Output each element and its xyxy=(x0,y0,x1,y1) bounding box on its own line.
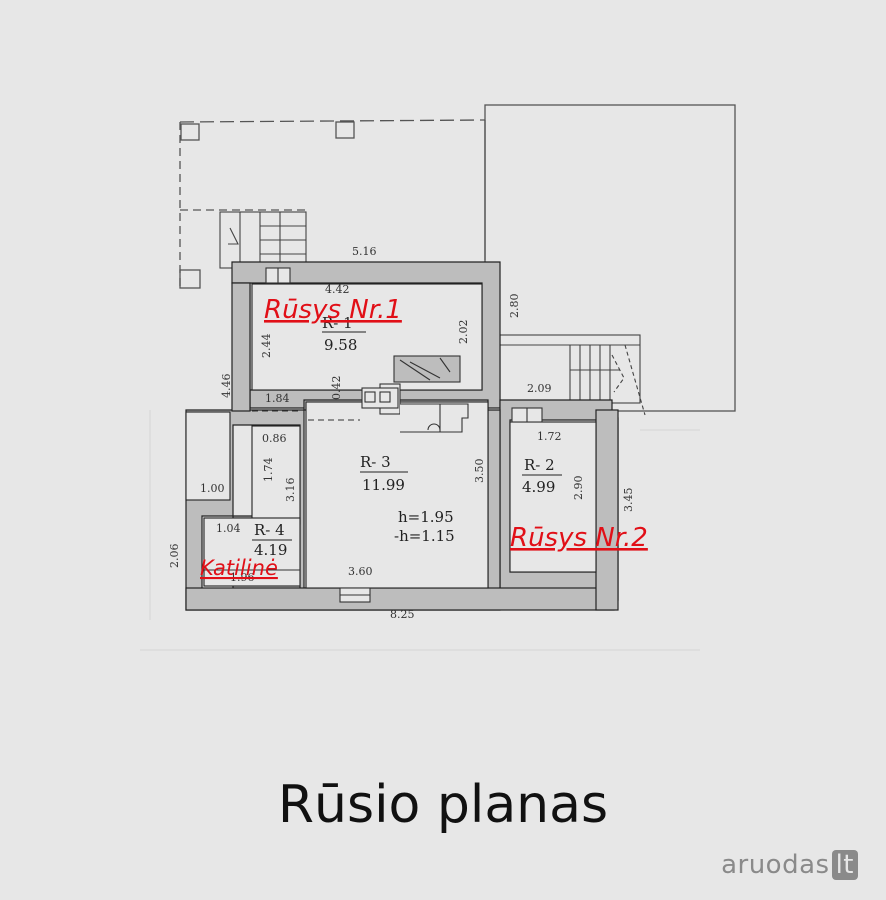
dim-corridor: 3.16 xyxy=(284,478,297,503)
dim-room4-bottom: 1.96 xyxy=(230,571,255,584)
dim-gap: 0.42 xyxy=(330,376,343,401)
watermark-text: aruodas xyxy=(721,850,830,880)
dim-small-height: 1.74 xyxy=(262,458,275,483)
dim-room3-height: 3.50 xyxy=(473,459,486,484)
dim-room1-bottom: 1.84 xyxy=(265,392,290,405)
room4-area: 4.19 xyxy=(254,541,287,559)
dim-stair-right: 2.09 xyxy=(527,382,552,395)
room3-height: h=1.95 xyxy=(398,508,454,526)
dim-room1-right-height: 2.02 xyxy=(457,320,470,345)
dim-top-width: 5.16 xyxy=(352,245,377,258)
room3-name: R- 3 xyxy=(360,453,391,471)
interior-details xyxy=(204,267,543,603)
dim-room1-width: 4.42 xyxy=(325,283,350,296)
room4-name: R- 4 xyxy=(254,521,285,539)
dimensions: 5.16 4.42 2.44 2.02 2.80 4.46 0.42 1.84 … xyxy=(168,245,635,621)
dim-room2-height: 2.90 xyxy=(572,476,585,501)
dim-room2-width: 1.72 xyxy=(537,430,562,443)
room3-neg-height: -h=1.15 xyxy=(394,527,455,545)
background-lines xyxy=(140,410,700,651)
room1-area: 9.58 xyxy=(324,336,357,354)
room2-area: 4.99 xyxy=(522,478,555,496)
upper-porch xyxy=(179,119,486,290)
red-labels: Rūsys Nr.1 Rūsys Nr.2 Katilinė xyxy=(200,295,648,580)
room2-name: R- 2 xyxy=(524,456,555,474)
dim-left-side: 4.46 xyxy=(220,374,233,399)
room-interiors xyxy=(185,283,597,589)
dim-right-wall: 2.80 xyxy=(508,294,521,319)
plan-caption: Rūsio planas xyxy=(277,775,609,835)
dim-right-outer: 3.45 xyxy=(622,488,635,513)
watermark-suffix: lt xyxy=(831,850,858,880)
dim-left-outer: 2.06 xyxy=(168,544,181,569)
label-rusys-1: Rūsys Nr.1 xyxy=(264,295,402,325)
room3-area: 11.99 xyxy=(362,476,405,494)
upper-stairs xyxy=(219,211,307,269)
dim-small-width: 0.86 xyxy=(262,432,287,445)
dim-room3-width: 3.60 xyxy=(348,565,373,578)
floor-plan-drawing: 5.16 4.42 2.44 2.02 2.80 4.46 0.42 1.84 … xyxy=(140,104,736,651)
dim-room1-height: 2.44 xyxy=(260,334,273,359)
room1-name: R- 1 xyxy=(322,314,353,332)
dim-room4-width: 1.04 xyxy=(216,522,241,535)
label-katiline: Katilinė xyxy=(200,556,278,580)
label-rusys-2: Rūsys Nr.2 xyxy=(510,523,648,553)
dim-total-width: 8.25 xyxy=(390,608,415,621)
dim-left-box: 1.00 xyxy=(200,482,225,495)
room-labels: R- 1 9.58 R- 3 11.99 h=1.95 -h=1.15 R- 2… xyxy=(252,314,562,559)
